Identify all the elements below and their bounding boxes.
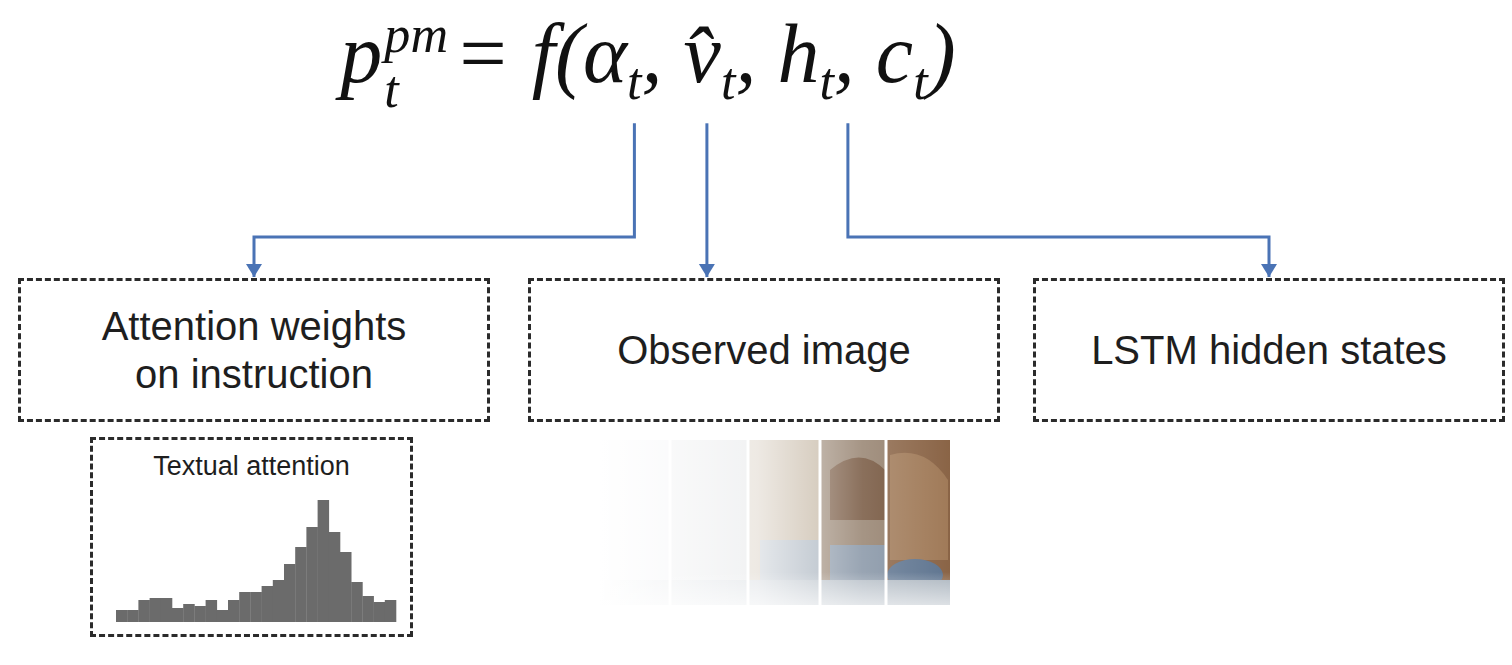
formula-symbol: = f(α — [454, 7, 627, 100]
histogram-bar — [206, 600, 218, 622]
image-box: Observed image — [528, 278, 1000, 422]
histogram-bar — [262, 586, 274, 622]
formula-superscript: pm — [384, 8, 448, 63]
histogram-bar — [340, 552, 352, 622]
formula-subscript: t — [819, 53, 833, 110]
box-label: Attention weights on instruction — [74, 302, 434, 398]
histogram-box: Textual attention — [90, 437, 413, 637]
attention-box: Attention weights on instruction — [18, 278, 490, 422]
histogram-bar — [374, 602, 386, 622]
histogram-bar — [306, 527, 318, 622]
formula-subscript: t — [627, 53, 641, 110]
panorama-image — [600, 440, 950, 605]
histogram-bar — [318, 500, 330, 622]
histogram-bar — [362, 596, 374, 622]
histogram-bar — [138, 600, 150, 622]
formula-subscript: t — [913, 53, 927, 110]
histogram-bar — [183, 604, 195, 622]
leader-arrow — [254, 123, 634, 277]
arrow-head — [1261, 264, 1277, 277]
histogram-bar — [329, 532, 341, 622]
histogram-bar — [161, 598, 173, 622]
histogram-bar — [273, 580, 285, 622]
box-label: LSTM hidden states — [1091, 326, 1447, 374]
histogram-bar — [284, 564, 296, 622]
histogram-bar — [385, 600, 397, 622]
formula-symbol: p — [340, 7, 382, 100]
histogram-bar — [228, 600, 240, 622]
formula-subscript: t — [721, 53, 735, 110]
formula-symbol: , h — [735, 7, 819, 100]
arrow-head — [246, 264, 262, 277]
histogram-bar — [116, 610, 128, 622]
box-label: Observed image — [617, 326, 910, 374]
box-label: Textual attention — [153, 450, 350, 482]
histogram-bar — [239, 592, 251, 622]
histogram-bar — [351, 582, 363, 622]
leader-arrow — [848, 123, 1269, 277]
lstm-box: LSTM hidden states — [1033, 278, 1505, 422]
histogram-bar — [172, 608, 184, 622]
histogram-bar — [250, 592, 262, 622]
histogram-bar — [295, 547, 307, 622]
histogram-bar — [194, 606, 206, 622]
formula-symbol: ) — [928, 7, 956, 100]
formula-subscript: t — [384, 63, 448, 118]
arrow-head — [699, 264, 715, 277]
histogram-bar — [150, 598, 162, 622]
histogram-bar — [217, 610, 229, 622]
histogram-bar — [127, 610, 139, 622]
formula: ppmt= f(αt, v̂t, ht, ct) — [340, 8, 955, 117]
script-stack: pmt — [384, 8, 448, 117]
formula-symbol: , c — [834, 7, 913, 100]
formula-symbol: , v̂ — [642, 7, 721, 100]
leader-arrow — [705, 123, 708, 277]
attention-histogram — [111, 492, 401, 632]
